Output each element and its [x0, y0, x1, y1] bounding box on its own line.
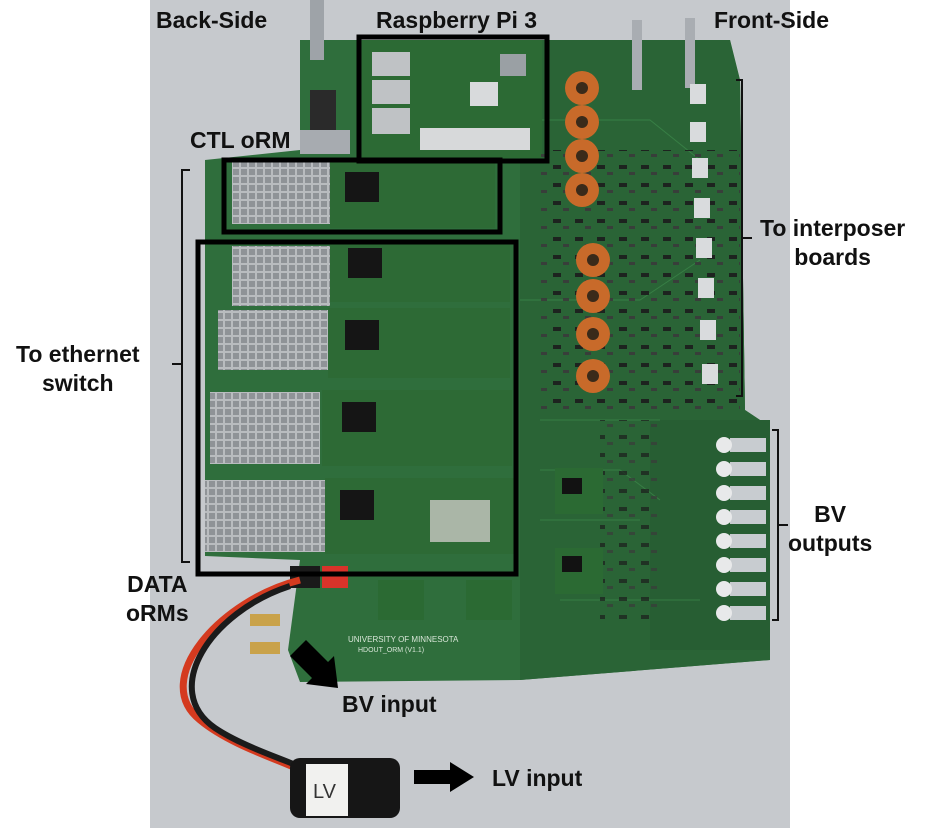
orm-modules	[322, 160, 515, 554]
label-ethernet: To ethernet switch	[16, 340, 140, 398]
label-interposer-line1: To interposer	[760, 215, 906, 241]
label-bv-outputs: BV outputs	[788, 500, 872, 558]
bv-output-connectors	[716, 437, 766, 621]
label-bv-outputs-line2: outputs	[788, 529, 873, 556]
label-back-side: Back-Side	[156, 7, 268, 33]
label-raspberry-pi: Raspberry Pi 3	[376, 7, 538, 33]
label-front-side: Front-Side	[714, 7, 829, 33]
ethernet-bracket	[172, 169, 190, 563]
interposer-bracket	[736, 79, 752, 397]
bv-outputs-bracket	[772, 429, 788, 621]
lv-input-arrow	[414, 762, 474, 792]
label-bv-outputs-line1: BV	[814, 501, 847, 527]
interposer-connectors	[690, 84, 718, 384]
label-interposer-line2: boards	[794, 243, 871, 270]
label-data-orms-line1: DATA	[127, 571, 188, 597]
toroid-inductors	[565, 71, 610, 393]
lv-connector: LV	[290, 758, 400, 818]
cable-tag-text: LV	[313, 781, 337, 803]
silkscreen-board-name: HDOUT_ORM (V1.1)	[358, 647, 424, 654]
lv-black-cable	[188, 583, 300, 769]
sfp-cages	[205, 162, 330, 552]
silkscreen-university: UNIVERSITY OF MINNESOTA	[348, 635, 459, 644]
brackets	[172, 79, 788, 621]
label-ethernet-line2: switch	[41, 369, 114, 396]
label-interposer: To interposer boards	[760, 214, 905, 272]
label-lv-input: LV input	[492, 765, 583, 791]
label-data-orms-line2: oRMs	[126, 599, 189, 626]
annotation-boxes	[195, 34, 550, 577]
label-bv-input: BV input	[342, 691, 437, 717]
label-ethernet-line1: To ethernet	[16, 341, 140, 367]
ctl-orm-box	[221, 157, 503, 235]
label-data-orms: DATA oRMs	[126, 570, 189, 628]
bv-input-arrow	[290, 640, 338, 688]
data-orms-box	[195, 239, 519, 577]
label-ctl-orm: CTL oRM	[190, 127, 291, 153]
